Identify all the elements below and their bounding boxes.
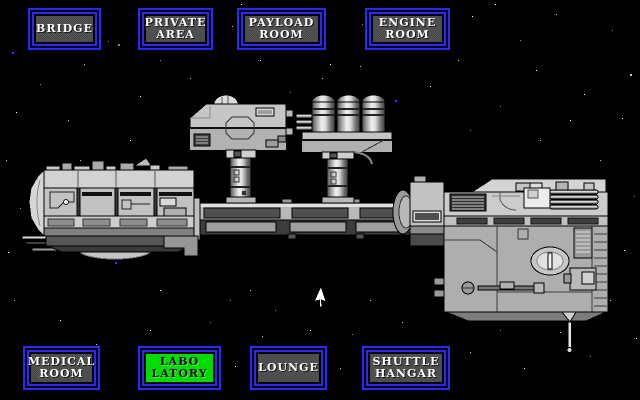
button-frame: PAYLOAD ROOM: [241, 12, 322, 46]
button-face: BRIDGE: [36, 16, 93, 42]
button-frame: LABO LATORY: [142, 350, 217, 386]
button-face: PAYLOAD ROOM: [245, 16, 318, 42]
room-button-payload-room[interactable]: PAYLOAD ROOM: [237, 8, 326, 50]
ship-right-module: [433, 178, 609, 353]
button-label: HANGAR: [374, 367, 438, 380]
button-label: SHUTTLE: [372, 355, 440, 368]
button-label: LABO: [159, 355, 200, 368]
button-label: PRIVATE: [144, 16, 207, 29]
button-face: PRIVATE AREA: [144, 16, 207, 42]
button-label: ROOM: [259, 28, 304, 41]
button-label: ROOM: [385, 28, 430, 41]
button-face: SHUTTLE HANGAR: [370, 354, 442, 382]
button-label: ROOM: [39, 367, 84, 380]
room-button-engine-room[interactable]: ENGINE ROOM: [365, 8, 450, 50]
button-label: MEDICAL: [27, 355, 96, 368]
room-button-laboratory[interactable]: LABO LATORY: [138, 346, 221, 390]
button-label: LOUNGE: [258, 361, 319, 374]
button-frame: BRIDGE: [32, 12, 97, 46]
button-frame: ENGINE ROOM: [369, 12, 446, 46]
button-label: PAYLOAD: [248, 16, 315, 29]
button-face: LABO LATORY: [146, 354, 213, 382]
button-frame: MEDICAL ROOM: [27, 350, 96, 386]
ship-fuel-tanks: [295, 94, 393, 204]
button-label: ENGINE: [378, 16, 437, 29]
button-frame: PRIVATE AREA: [142, 12, 209, 46]
mouse-cursor-icon: [313, 284, 328, 308]
button-label: AREA: [156, 28, 195, 41]
room-button-lounge[interactable]: LOUNGE: [250, 346, 327, 390]
button-face: LOUNGE: [258, 354, 319, 382]
room-button-shuttle-hangar[interactable]: SHUTTLE HANGAR: [362, 346, 450, 390]
room-button-private-area[interactable]: PRIVATE AREA: [138, 8, 213, 50]
button-face: MEDICAL ROOM: [27, 354, 96, 382]
starfield: [6, 4, 637, 369]
button-face: ENGINE ROOM: [373, 16, 442, 42]
room-button-bridge[interactable]: BRIDGE: [28, 8, 101, 50]
button-frame: SHUTTLE HANGAR: [366, 350, 446, 386]
button-frame: LOUNGE: [254, 350, 323, 386]
button-label: LATORY: [151, 367, 208, 380]
button-label: BRIDGE: [36, 22, 93, 35]
ship-top-left-module: [189, 94, 294, 204]
room-button-medical-room[interactable]: MEDICAL ROOM: [23, 346, 100, 390]
ship-left-hull: [21, 157, 199, 260]
